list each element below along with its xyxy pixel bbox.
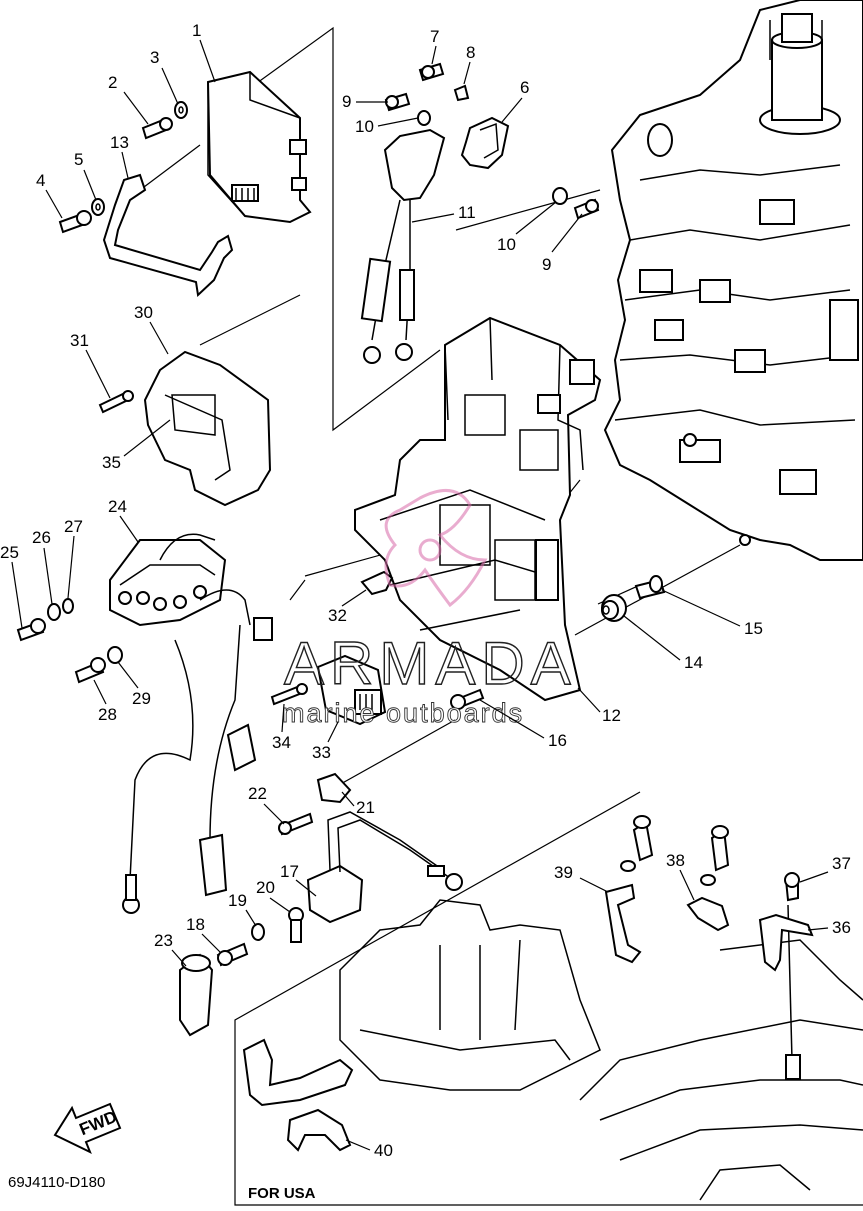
part-27-washer[interactable] xyxy=(62,598,74,614)
callout-9b: 9 xyxy=(542,255,551,274)
callout-28: 28 xyxy=(98,705,117,724)
part-31-screw[interactable] xyxy=(98,390,134,414)
part-7-bolt[interactable] xyxy=(418,62,445,82)
callout-11: 11 xyxy=(458,203,476,222)
callout-8: 8 xyxy=(466,43,475,62)
callout-4: 4 xyxy=(36,171,45,190)
callout-5: 5 xyxy=(74,150,83,169)
part-3-washer[interactable] xyxy=(174,101,188,119)
part-9-bolt-a[interactable] xyxy=(384,92,411,112)
callout-39: 39 xyxy=(554,863,573,882)
callout-40: 40 xyxy=(374,1141,393,1160)
callout-6: 6 xyxy=(520,78,529,97)
callout-32: 32 xyxy=(328,606,347,625)
part-36-bracket[interactable] xyxy=(758,913,814,972)
part-34-screw[interactable] xyxy=(270,683,308,706)
callout-labels: 1 2 3 4 5 6 7 8 9 9 10 10 11 12 13 14 15… xyxy=(0,21,851,1160)
diagram-code: 69J4110-D180 xyxy=(8,1174,105,1191)
part-26-washer[interactable] xyxy=(47,603,61,621)
part-10-washer-b[interactable] xyxy=(552,187,568,205)
callout-38: 38 xyxy=(666,851,685,870)
callout-37: 37 xyxy=(832,854,851,873)
part-16-bolt[interactable] xyxy=(450,688,485,710)
callout-14: 14 xyxy=(684,653,703,672)
part-39-clamp[interactable] xyxy=(604,815,654,964)
callout-33: 33 xyxy=(312,743,331,762)
part-33-relay[interactable] xyxy=(316,654,387,726)
callout-18: 18 xyxy=(186,915,205,934)
callout-36: 36 xyxy=(832,918,851,937)
part-6-connector-bracket[interactable] xyxy=(460,116,510,170)
part-21-clamp[interactable] xyxy=(316,772,352,804)
callout-2: 2 xyxy=(108,73,117,92)
callout-3: 3 xyxy=(150,48,159,67)
callout-25: 25 xyxy=(0,543,19,562)
part-13-bracket[interactable] xyxy=(102,173,234,298)
part-4-bolt[interactable] xyxy=(58,210,92,234)
callout-35: 35 xyxy=(102,453,121,472)
part-30-cover[interactable] xyxy=(143,350,272,507)
part-37-bolt[interactable] xyxy=(784,872,800,902)
part-25-bolt[interactable] xyxy=(16,618,46,642)
callout-16: 16 xyxy=(548,731,567,750)
part-40-hose-clip[interactable] xyxy=(242,1038,354,1152)
callout-19: 19 xyxy=(228,891,247,910)
part-14-grommet[interactable] xyxy=(601,594,627,622)
callout-20: 20 xyxy=(256,878,275,897)
part-17-fuse-holder[interactable] xyxy=(306,811,463,924)
part-12-electrical-bracket[interactable] xyxy=(354,316,602,702)
callout-26: 26 xyxy=(32,528,51,547)
part-22-screw[interactable] xyxy=(278,812,314,836)
part-15-collar[interactable] xyxy=(634,575,666,600)
part-19-washer[interactable] xyxy=(251,923,265,941)
engine-block xyxy=(603,0,863,561)
callout-24: 24 xyxy=(108,497,127,516)
part-28-bolt[interactable] xyxy=(74,657,106,684)
callout-17: 17 xyxy=(280,862,299,881)
ground-cables xyxy=(122,624,257,914)
region-note: FOR USA xyxy=(248,1185,316,1202)
part-24-rectifier-regulator[interactable] xyxy=(109,533,273,641)
callout-23: 23 xyxy=(154,931,173,950)
callout-13: 13 xyxy=(110,133,129,152)
watermark-tagline: marine outboards xyxy=(282,698,524,728)
callout-27: 27 xyxy=(64,517,83,536)
part-10-washer-a[interactable] xyxy=(417,110,431,126)
part-1-cdi-unit[interactable] xyxy=(206,70,312,224)
callout-7: 7 xyxy=(430,27,439,46)
part-8-clip[interactable] xyxy=(453,84,470,102)
callout-10b: 10 xyxy=(497,235,516,254)
callout-31: 31 xyxy=(70,331,89,350)
usa-inset xyxy=(339,899,863,1201)
callout-22: 22 xyxy=(248,784,267,803)
callout-9a: 9 xyxy=(342,92,351,111)
part-2-bolt[interactable] xyxy=(141,117,173,140)
callout-29: 29 xyxy=(132,689,151,708)
callout-21: 21 xyxy=(356,798,375,817)
watermark-logo xyxy=(384,489,488,608)
fwd-arrow-icon: FWD xyxy=(53,1102,122,1155)
part-18-bolt[interactable] xyxy=(216,942,249,967)
callout-12: 12 xyxy=(602,706,621,725)
part-5-washer[interactable] xyxy=(91,198,105,216)
part-29-washer[interactable] xyxy=(107,646,123,664)
watermark-brand: ARMADA xyxy=(284,630,577,697)
callout-34: 34 xyxy=(272,733,291,752)
callout-15: 15 xyxy=(744,619,763,638)
part-20-terminal[interactable] xyxy=(288,907,304,943)
part-23-cap[interactable] xyxy=(179,953,214,1037)
part-9-bolt-b[interactable] xyxy=(573,198,600,220)
part-11-wire-harness[interactable] xyxy=(360,128,446,364)
callout-10a: 10 xyxy=(355,117,374,136)
callout-30: 30 xyxy=(134,303,153,322)
callout-1: 1 xyxy=(192,21,201,40)
part-35-label[interactable] xyxy=(171,394,216,436)
part-38-clamp[interactable] xyxy=(686,825,730,932)
